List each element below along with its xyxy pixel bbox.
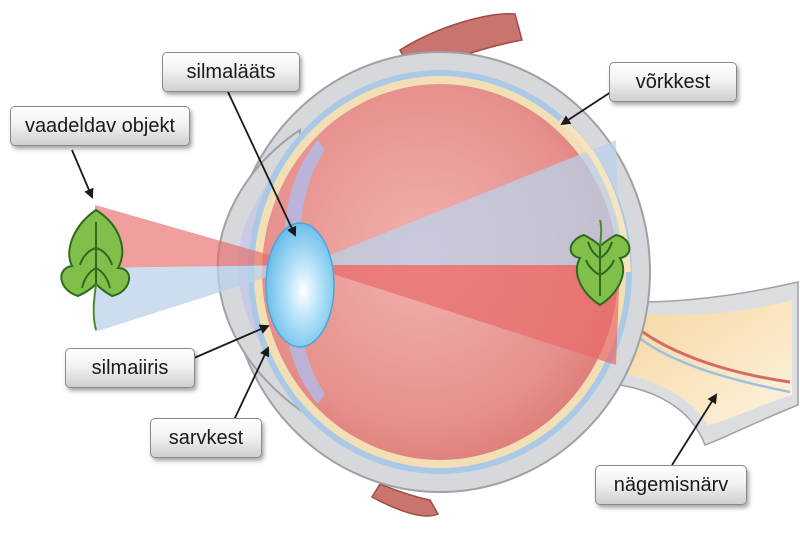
light-ray-blue-in: [95, 265, 305, 332]
arrow-retina: [560, 89, 615, 126]
label-object: vaadeldav objekt: [10, 106, 190, 146]
iris: [284, 140, 325, 250]
arrow-cornea: [233, 346, 270, 421]
lower-muscle: [370, 483, 440, 517]
lens: [265, 222, 335, 348]
object-leaf: [60, 208, 130, 331]
label-iris: silmaiiris: [65, 348, 195, 388]
arrow-optic-nerve: [671, 393, 718, 466]
retina-image-leaf: [569, 219, 631, 307]
label-retina: võrkkest: [609, 62, 737, 102]
label-lens: silmalääts: [162, 52, 300, 92]
light-ray-red-out: [305, 265, 620, 365]
arrow-iris: [193, 324, 270, 359]
arrow-object: [71, 149, 94, 199]
light-ray-blue-out: [305, 140, 620, 265]
leader-arrows: [71, 89, 718, 466]
label-optic-nerve: nägemisnärv: [595, 465, 747, 505]
light-ray-red-in: [95, 205, 305, 268]
arrow-lens: [227, 91, 297, 237]
label-cornea: sarvkest: [150, 418, 262, 458]
